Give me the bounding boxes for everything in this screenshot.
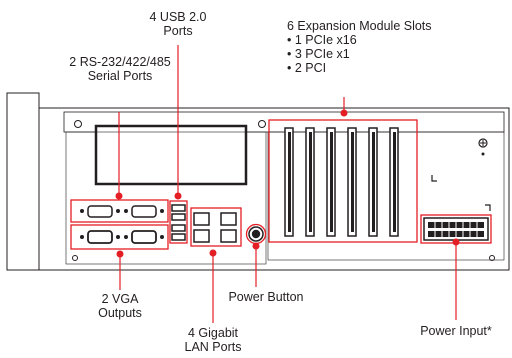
expansion-slot-opening bbox=[372, 132, 375, 232]
serial-ports-label-line1: 2 RS-232/422/485 bbox=[69, 55, 171, 69]
expansion-slot-item: • 1 PCIe x16 bbox=[287, 33, 357, 47]
blank-cover-plate bbox=[94, 124, 248, 186]
vga-ports-highlight bbox=[70, 224, 169, 250]
usb-port bbox=[171, 213, 186, 221]
serial-port-connector bbox=[87, 205, 113, 218]
lan-ports bbox=[193, 212, 237, 243]
screw-icon bbox=[160, 209, 164, 213]
expansion-slot-opening bbox=[288, 132, 291, 232]
usb-ports-label-line2: Ports bbox=[163, 24, 193, 38]
lan-port bbox=[193, 229, 210, 243]
ground-screw-slot bbox=[480, 140, 486, 146]
power-input-label: Power Input* bbox=[418, 324, 494, 338]
expansion-slots-marker bbox=[340, 109, 348, 117]
screw-icon bbox=[124, 209, 128, 213]
usb-ports-label-line1: 4 USB 2.0 bbox=[149, 10, 207, 24]
vga-ports-marker bbox=[116, 250, 124, 258]
lan-port bbox=[193, 212, 210, 226]
expansion-slots-list: • 1 PCIe x16 • 3 PCIe x1 • 2 PCI bbox=[287, 33, 357, 75]
usb-port bbox=[171, 224, 186, 232]
serial-ports-label: 2 RS-232/422/485 Serial Ports bbox=[58, 55, 182, 83]
chassis-side-ear bbox=[6, 92, 40, 271]
expansion-slots bbox=[284, 127, 399, 237]
expansion-slot-opening bbox=[351, 132, 354, 232]
lan-port bbox=[220, 212, 237, 226]
serial-ports-label-line2: Serial Ports bbox=[87, 69, 153, 83]
usb-ports bbox=[171, 204, 186, 241]
screw-icon bbox=[124, 235, 128, 239]
lan-port bbox=[220, 229, 237, 243]
power-input-terminal-dividers bbox=[434, 222, 478, 237]
expansion-slot-item: • 3 PCIe x1 bbox=[287, 47, 350, 61]
usb-port bbox=[171, 204, 186, 212]
corner-mark bbox=[431, 175, 437, 182]
vga-port-connector bbox=[87, 230, 113, 244]
serial-ports bbox=[80, 205, 164, 218]
lan-ports-label-line1: 4 Gigabit bbox=[187, 326, 239, 340]
usb-ports-label: 4 USB 2.0 Ports bbox=[140, 10, 216, 38]
ground-mark-icon bbox=[481, 152, 485, 156]
callout-leaders bbox=[115, 45, 460, 323]
screw-icon bbox=[80, 235, 84, 239]
expansion-slots-highlight bbox=[268, 119, 418, 243]
expansion-slots-label: 6 Expansion Module Slots bbox=[287, 19, 432, 33]
screw-icon bbox=[74, 120, 82, 128]
usb-ports-marker bbox=[174, 192, 182, 200]
serial-ports-marker bbox=[115, 192, 123, 200]
vga-port-connector bbox=[131, 230, 157, 244]
power-input-label-text: Power Input* bbox=[420, 324, 492, 338]
expansion-slot-opening bbox=[393, 132, 396, 232]
screw-icon bbox=[116, 235, 120, 239]
serial-port-connector bbox=[131, 205, 157, 218]
expansion-slot-opening bbox=[309, 132, 312, 232]
expansion-slot-bay bbox=[267, 131, 505, 261]
screw-icon bbox=[80, 209, 84, 213]
callout-highlights bbox=[70, 119, 492, 250]
vga-outputs-label-line2: Outputs bbox=[98, 306, 142, 320]
lan-ports-marker bbox=[209, 249, 217, 257]
serial-ports-highlight bbox=[70, 199, 169, 223]
power-button-label: Power Button bbox=[216, 290, 316, 304]
power-input-marker bbox=[452, 238, 460, 246]
screw-icon bbox=[72, 255, 78, 261]
vga-outputs-label: 2 VGA Outputs bbox=[90, 292, 150, 320]
expansion-slots-title: 6 Expansion Module Slots bbox=[287, 19, 432, 33]
usb-port bbox=[171, 233, 186, 241]
power-button-icon bbox=[251, 229, 261, 239]
vga-ports bbox=[80, 230, 164, 244]
screw-icon bbox=[160, 235, 164, 239]
screw-icon bbox=[489, 255, 495, 261]
usb-ports-highlight bbox=[169, 200, 188, 244]
power-button-label-text: Power Button bbox=[228, 290, 304, 304]
lan-ports-label: 4 Gigabit LAN Ports bbox=[174, 326, 252, 354]
lan-ports-highlight bbox=[190, 207, 242, 247]
screw-icon bbox=[116, 209, 120, 213]
expansion-slot-item: • 2 PCI bbox=[287, 61, 327, 75]
ground-screw-icon bbox=[478, 138, 488, 148]
corner-mark bbox=[485, 204, 491, 211]
io-panel-frame bbox=[65, 131, 267, 265]
lan-ports-label-line2: LAN Ports bbox=[184, 340, 242, 354]
power-button-marker bbox=[252, 242, 260, 250]
screw-icon bbox=[258, 120, 266, 128]
vga-outputs-label-line1: 2 VGA bbox=[101, 292, 139, 306]
expansion-slot-opening bbox=[330, 132, 333, 232]
